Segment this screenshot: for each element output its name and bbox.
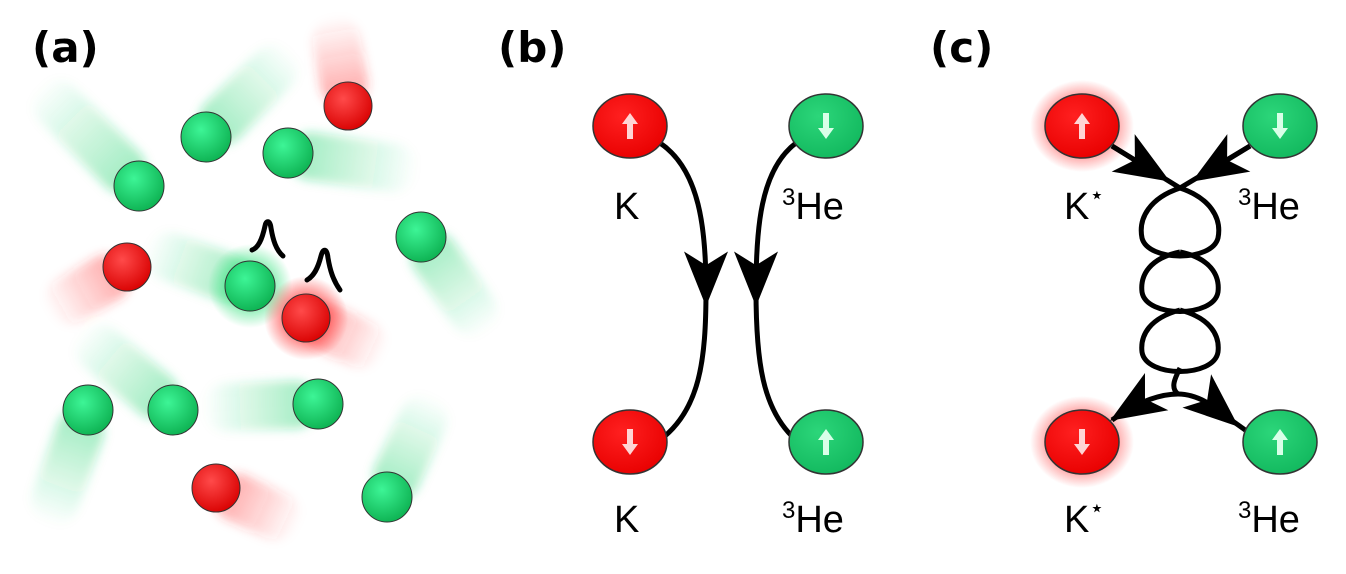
helium-atom-top: [1242, 93, 1318, 159]
potassium-atom: [191, 463, 241, 513]
interaction-coil: [1138, 185, 1222, 396]
helium-label-bottom: 3He: [1238, 497, 1300, 541]
potassium-trajectory-out: [658, 289, 709, 442]
down-arrow-icon: [622, 429, 638, 455]
potassium-trajectory-in: [658, 140, 728, 307]
potassium-atom-colliding: [281, 293, 331, 343]
collision-mark-icon: [249, 219, 286, 259]
panel-c-label: (c): [930, 23, 993, 72]
up-arrow-icon: [622, 113, 638, 139]
potassium-line-out: [1110, 372, 1179, 421]
down-arrow-icon: [818, 113, 834, 139]
up-arrow-icon: [1272, 429, 1288, 455]
helium-atom-top: [788, 93, 864, 159]
helium-atom-bottom: [1242, 409, 1318, 475]
helium-label-top: 3He: [782, 184, 844, 228]
potassium-excited-label-bottom: K⋆: [1064, 495, 1104, 541]
panel-b-label: (b): [498, 23, 566, 72]
potassium-atom-bottom: [1044, 409, 1120, 475]
panel-a-label: (a): [32, 23, 99, 72]
potassium-atom-top: [592, 93, 668, 159]
potassium-label-bottom: K: [614, 499, 639, 541]
potassium-label-top: K: [614, 186, 639, 228]
helium-atom-bottom: [788, 409, 864, 475]
helium-atom: [147, 384, 199, 436]
down-arrow-icon: [1074, 429, 1090, 455]
motion-trails: [31, 17, 498, 540]
panel-c: (c) K⋆: [930, 23, 1318, 541]
helium-label-top: 3He: [1238, 184, 1300, 228]
helium-atom: [292, 378, 344, 430]
helium-atom: [361, 471, 413, 523]
up-arrow-icon: [1074, 113, 1090, 139]
helium-atom-colliding: [224, 260, 276, 312]
helium-atom: [113, 160, 165, 212]
panel-b: (b) K K 3He 3He: [498, 23, 864, 541]
helium-atom: [180, 111, 232, 163]
potassium-atom: [102, 242, 152, 292]
up-arrow-icon: [818, 429, 834, 455]
collision-mark-icon: [304, 247, 343, 293]
helium-line-out: [1177, 374, 1239, 427]
potassium-atom-bottom: [592, 409, 668, 475]
helium-atom: [262, 127, 314, 179]
down-arrow-icon: [1272, 113, 1288, 139]
potassium-atom: [323, 81, 373, 131]
potassium-atom-top: [1044, 93, 1120, 159]
helium-atom: [395, 211, 447, 263]
helium-atom: [62, 384, 114, 436]
helium-label-bottom: 3He: [782, 497, 844, 541]
helium-trajectory-in: [734, 141, 798, 307]
potassium-excited-label-top: K⋆: [1064, 182, 1104, 228]
panel-a: (a): [31, 17, 498, 540]
helium-trajectory-out: [753, 289, 798, 442]
